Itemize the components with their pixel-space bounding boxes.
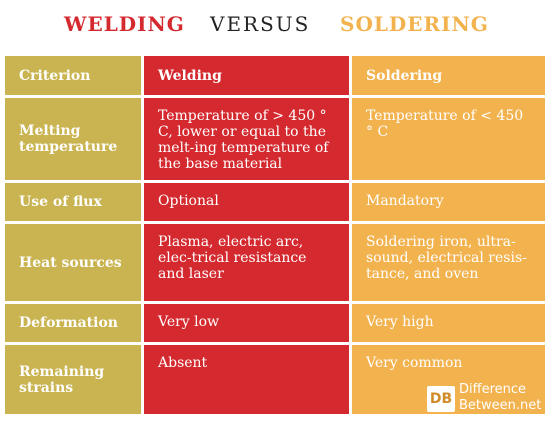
- table-header-row: Criterion Welding Soldering: [5, 56, 545, 95]
- header-criterion: Criterion: [5, 56, 141, 95]
- welding-cell: Very low: [144, 304, 349, 342]
- welding-cell: Absent: [144, 345, 349, 414]
- soldering-cell: Temperature of < 450 ° C: [352, 98, 545, 180]
- title-welding: WELDING: [64, 12, 185, 36]
- criterion-cell: Use of flux: [5, 183, 141, 221]
- comparison-table: Criterion Welding Soldering Melting temp…: [5, 56, 545, 414]
- logo-line-2: Between.net: [459, 398, 542, 413]
- table-row: Heat sources Plasma, electric arc, elec-…: [5, 224, 545, 301]
- site-logo: DB Difference Between.net: [427, 382, 547, 416]
- header-welding: Welding: [144, 56, 349, 95]
- welding-cell: Optional: [144, 183, 349, 221]
- logo-line-1: Difference: [459, 382, 527, 397]
- soldering-cell: Soldering iron, ultra-sound, electrical …: [352, 224, 545, 301]
- criterion-cell: Deformation: [5, 304, 141, 342]
- table-row: Use of flux Optional Mandatory: [5, 183, 545, 221]
- table-row: Deformation Very low Very high: [5, 304, 545, 342]
- logo-mark: DB: [427, 386, 455, 412]
- criterion-cell: Heat sources: [5, 224, 141, 301]
- header-soldering: Soldering: [352, 56, 545, 95]
- welding-cell: Plasma, electric arc, elec-trical resist…: [144, 224, 349, 301]
- criterion-cell: Melting temperature: [5, 98, 141, 180]
- title-soldering: SOLDERING: [340, 12, 489, 36]
- title-versus: VERSUS: [210, 12, 311, 36]
- page-title: WELDING VERSUS SOLDERING: [0, 12, 550, 42]
- welding-cell: Temperature of > 450 ° C, lower or equal…: [144, 98, 349, 180]
- criterion-cell: Remaining strains: [5, 345, 141, 414]
- soldering-cell: Mandatory: [352, 183, 545, 221]
- table-row: Melting temperature Temperature of > 450…: [5, 98, 545, 180]
- soldering-cell: Very high: [352, 304, 545, 342]
- logo-text: Difference Between.net: [459, 382, 541, 414]
